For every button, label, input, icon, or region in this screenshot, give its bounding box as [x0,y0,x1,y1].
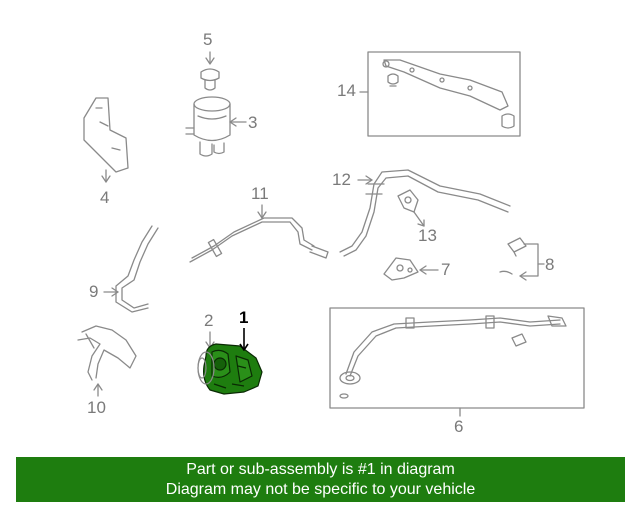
part-10-hose [77,325,137,397]
callout-13[interactable]: 13 [418,226,437,245]
part-9-hose [103,225,159,313]
part-12-return-hose [339,169,511,257]
callout-12[interactable]: 12 [332,170,351,189]
callout-5[interactable]: 5 [203,30,213,49]
callout-6[interactable]: 6 [454,417,464,436]
part-11-pressure-line [189,204,329,263]
part-4-bracket [83,97,129,183]
part-14-hose-assembly [359,51,521,137]
part-1-power-steering-pump [203,328,263,395]
banner-line-2: Diagram may not be specific to your vehi… [165,481,476,498]
notice-banner: Part or sub-assembly is #1 in diagram Di… [16,457,625,502]
callout-4[interactable]: 4 [100,188,110,207]
callout-11[interactable]: 11 [251,184,269,203]
callout-3[interactable]: 3 [248,113,258,132]
part-6-hose-assembly [329,307,585,417]
part-5-reservoir-cap [200,51,220,91]
callout-1[interactable]: 1 [239,308,249,327]
part-13-clamp [397,189,425,227]
part-2-pulley [197,351,215,385]
part-8-switch [499,237,545,281]
callout-7[interactable]: 7 [441,260,451,279]
parts-diagram [77,51,585,417]
callout-9[interactable]: 9 [89,282,99,301]
callout-2[interactable]: 2 [204,311,214,330]
callout-8[interactable]: 8 [545,255,555,274]
callout-10[interactable]: 10 [87,398,106,417]
banner-line-1: Part or sub-assembly is #1 in diagram [186,461,455,478]
part-3-reservoir [185,96,247,157]
callout-14[interactable]: 14 [337,81,356,100]
part-7-clip [383,257,439,281]
